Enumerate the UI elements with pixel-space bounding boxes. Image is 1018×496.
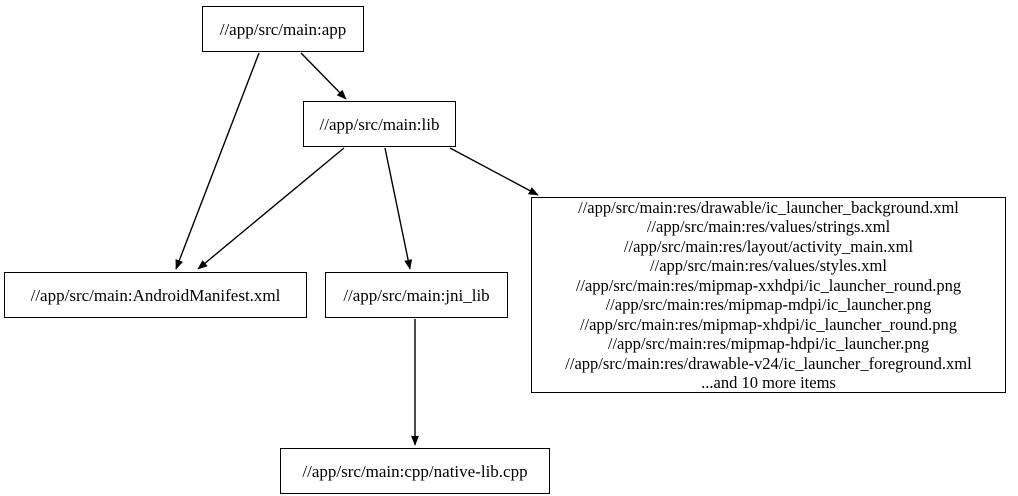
node-label-line: //app/src/main:res/mipmap-xxhdpi/ic_laun… bbox=[575, 275, 962, 295]
node-label: //app/src/main:AndroidManifest.xml bbox=[30, 285, 281, 305]
graph-node-native-lib-cpp[interactable]: //app/src/main:cpp/native-lib.cpp bbox=[280, 448, 550, 494]
node-label-line: //app/src/main:res/mipmap-hdpi/ic_launch… bbox=[607, 334, 930, 353]
graph-node-android-manifest[interactable]: //app/src/main:AndroidManifest.xml bbox=[4, 272, 307, 318]
node-label-line: //app/src/main:res/layout/activity_main.… bbox=[623, 236, 914, 256]
node-label-more-items: ...and 10 more items bbox=[701, 373, 836, 392]
node-label: //app/src/main:cpp/native-lib.cpp bbox=[302, 461, 528, 481]
edge-lib-to-res bbox=[449, 147, 539, 196]
node-label-line: //app/src/main:res/mipmap-xhdpi/ic_launc… bbox=[579, 314, 958, 334]
node-label-line: //app/src/main:res/values/styles.xml bbox=[650, 256, 887, 275]
edge-lib-to-manifest bbox=[197, 147, 345, 270]
graph-node-app[interactable]: //app/src/main:app bbox=[202, 6, 364, 52]
node-label-line: //app/src/main:res/drawable/ic_launcher_… bbox=[578, 197, 959, 217]
edge-app-to-manifest bbox=[175, 52, 260, 270]
graph-node-jni-lib[interactable]: //app/src/main:jni_lib bbox=[325, 272, 508, 318]
node-label-line: //app/src/main:res/drawable-v24/ic_launc… bbox=[565, 353, 972, 373]
node-label-line: //app/src/main:res/values/strings.xml bbox=[646, 217, 891, 236]
node-label: //app/src/main:lib bbox=[319, 114, 440, 134]
node-label: //app/src/main:jni_lib bbox=[343, 285, 490, 305]
edge-app-to-lib bbox=[300, 52, 347, 100]
edge-lib-to-jni bbox=[384, 147, 413, 270]
node-label: //app/src/main:app bbox=[219, 19, 347, 39]
node-label-line: //app/src/main:res/mipmap-mdpi/ic_launch… bbox=[605, 295, 932, 314]
graph-node-lib[interactable]: //app/src/main:lib bbox=[303, 101, 456, 147]
graph-node-resource-group[interactable]: //app/src/main:res/drawable/ic_launcher_… bbox=[531, 197, 1006, 393]
